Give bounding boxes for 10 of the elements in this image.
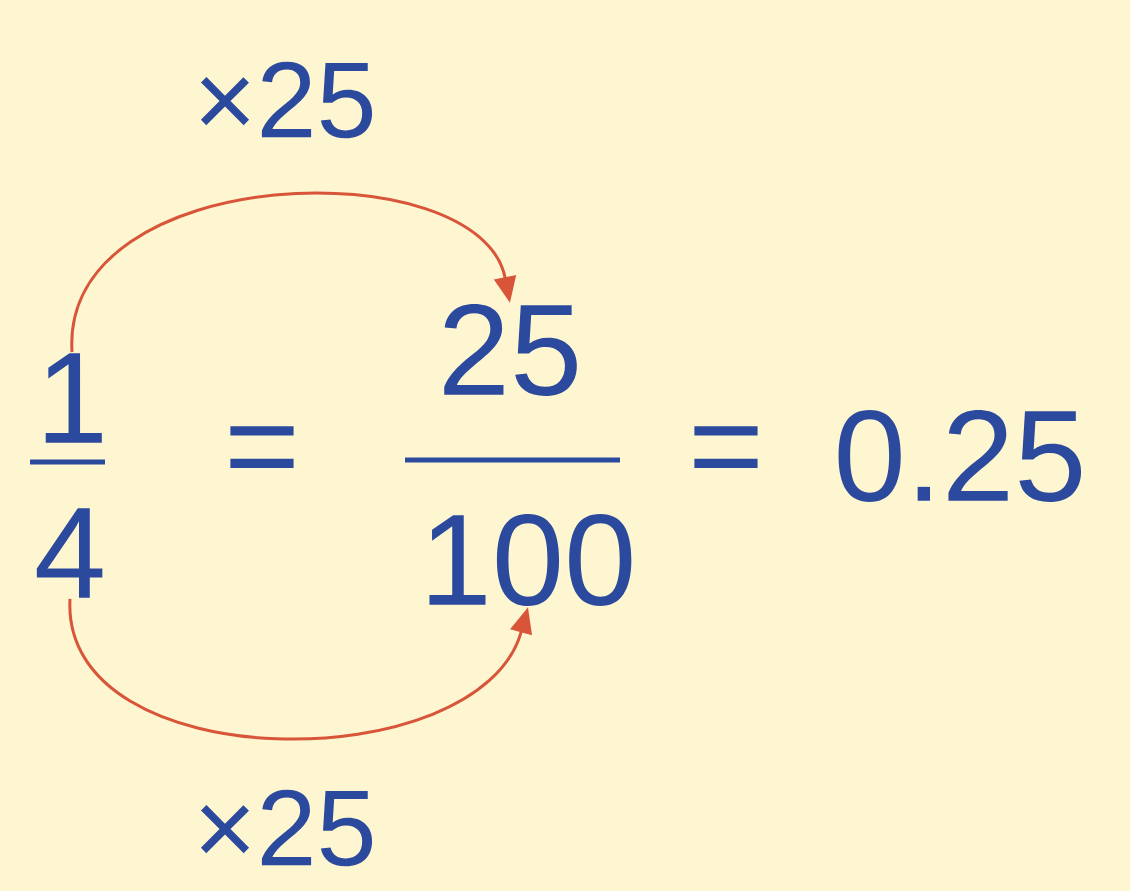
number: 25 (444, 303, 577, 396)
number: 1 (45, 353, 102, 443)
math-text: = (230, 426, 294, 469)
math-text: 0.25 (838, 409, 1082, 502)
number: 4 (36, 508, 103, 598)
math-text: = (694, 426, 758, 469)
edge-label: ×25 (200, 61, 373, 139)
edge-label: ×25 (200, 789, 373, 867)
number: 100 (429, 513, 632, 606)
curved-arrow (70, 191, 517, 353)
